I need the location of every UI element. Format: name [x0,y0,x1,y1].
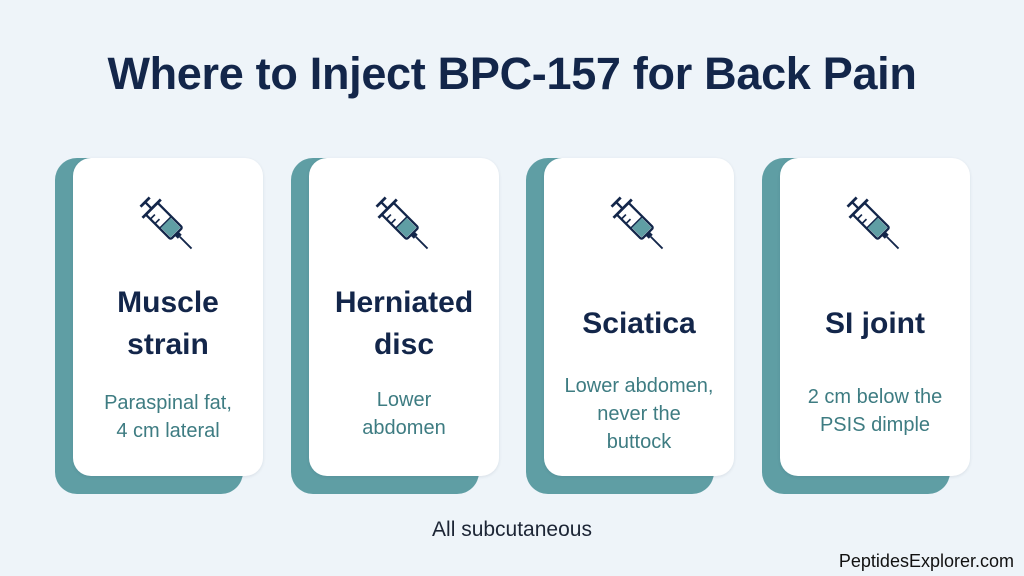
syringe-icon [544,188,734,262]
card-herniated-disc: Herniated disc Lower abdomen [291,158,499,494]
card-heading: Herniated disc [334,286,474,361]
card-body: Sciatica Lower abdomen, never the buttoc… [544,158,734,476]
card-description: Lower abdomen, never the buttock [564,375,714,453]
site-watermark: PeptidesExplorer.com [838,551,1014,571]
card-muscle-strain: Muscle strain Paraspinal fat, 4 cm later… [55,158,263,494]
syringe-icon [780,188,970,262]
card-description: 2 cm below the PSIS dimple [807,386,943,436]
card-heading: Sciatica [582,307,696,340]
card-heading: Muscle strain [117,286,219,361]
card-heading: SI joint [825,307,925,340]
page-title: Where to Inject BPC-157 for Back Pain [107,48,917,99]
card-description: Lower abdomen [362,389,446,439]
card-description: Paraspinal fat, 4 cm lateral [104,392,232,442]
card-si-joint: SI joint 2 cm below the PSIS dimple [762,158,970,494]
syringe-icon [73,188,263,262]
card-body: SI joint 2 cm below the PSIS dimple [780,158,970,476]
card-body: Muscle strain Paraspinal fat, 4 cm later… [73,158,263,476]
card-sciatica: Sciatica Lower abdomen, never the buttoc… [526,158,734,494]
card-body: Herniated disc Lower abdomen [309,158,499,476]
syringe-icon [309,188,499,262]
footer-note: All subcutaneous [432,518,592,541]
